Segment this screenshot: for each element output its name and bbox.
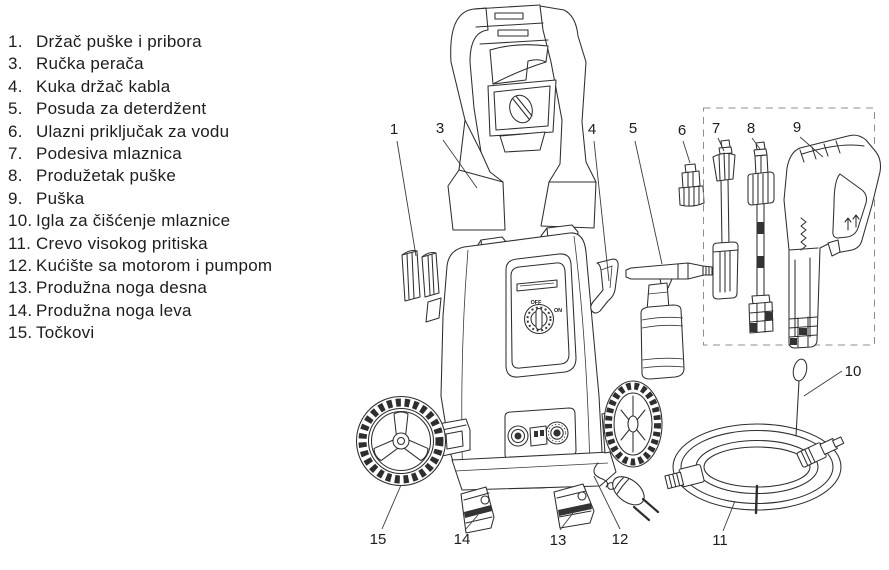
part-label: Podesiva mlaznica xyxy=(36,144,182,164)
part-number: 10. xyxy=(8,211,33,231)
callout-3: 3 xyxy=(436,120,444,137)
parts-list-item: 12.Kućište sa motorom i pumpom xyxy=(8,255,338,277)
part-number: 6. xyxy=(8,121,23,141)
parts-list-item: 8. Produžetak puške xyxy=(8,165,338,187)
parts-list-item: 13.Produžna noga desna xyxy=(8,277,338,299)
callout-11: 11 xyxy=(712,532,728,549)
right-wheel-drawing xyxy=(601,380,663,468)
parts-list-item: 3. Ručka perača xyxy=(8,53,338,75)
part-label: Ručka perača xyxy=(36,54,144,74)
callout-1: 1 xyxy=(390,121,398,138)
parts-list-item: 10.Igla za čišćenje mlaznice xyxy=(8,210,338,232)
detergent-bottle-drawing xyxy=(625,262,713,380)
part-label: Kućište sa motorom i pumpom xyxy=(36,256,273,276)
part-number: 9. xyxy=(8,188,23,208)
parts-list-item: 14.Produžna noga leva xyxy=(8,300,338,322)
leg-left-drawing xyxy=(460,486,495,534)
part-number: 4. xyxy=(8,76,23,96)
cable-hook-drawing xyxy=(590,258,619,314)
part-label: Igla za čišćenje mlaznice xyxy=(36,211,231,231)
part-number: 3. xyxy=(8,54,23,74)
part-label: Crevo visokog pritiska xyxy=(36,233,208,253)
dial-on-label: ON xyxy=(554,308,562,314)
part-number: 8. xyxy=(8,166,23,186)
parts-list-item: 4. Kuka držač kabla xyxy=(8,76,338,98)
accessory-holder-drawing xyxy=(401,249,442,323)
callout-10: 10 xyxy=(845,363,862,380)
callout-7: 7 xyxy=(712,120,720,137)
parts-list-item: 11.Crevo visokog pritiska xyxy=(8,233,338,255)
part-label: Puška xyxy=(36,188,85,208)
callout-13: 13 xyxy=(550,532,567,549)
lance-extension-drawing xyxy=(747,141,775,334)
parts-list-item: 6. Ulazni priključak za vodu xyxy=(8,121,338,143)
adjustable-nozzle-drawing xyxy=(712,139,739,300)
part-label: Produžna noga desna xyxy=(36,278,208,298)
parts-list-item: 9. Puška xyxy=(8,188,338,210)
handle-drawing xyxy=(447,4,597,231)
part-number: 7. xyxy=(8,144,23,164)
water-inlet-adapter-drawing xyxy=(678,163,705,207)
part-label: Ulazni priključak za vodu xyxy=(36,121,230,141)
parts-list: 1. Držač puške i pribora 3. Ručka perača 4… xyxy=(8,31,338,345)
callout-8: 8 xyxy=(747,120,755,137)
leg-right-drawing xyxy=(553,483,595,529)
high-pressure-hose-drawing xyxy=(664,423,845,515)
part-number: 5. xyxy=(8,99,23,119)
callout-5: 5 xyxy=(629,120,637,137)
callout-4: 4 xyxy=(588,121,596,138)
parts-list-item: 5. Posuda za deterdžent xyxy=(8,98,338,120)
part-number: 13. xyxy=(8,278,33,298)
part-number: 11. xyxy=(8,233,32,253)
main-body-drawing: OFF ON xyxy=(440,224,617,491)
callout-15: 15 xyxy=(370,531,387,548)
part-label: Produžetak puške xyxy=(36,166,177,186)
part-label: Kuka držač kabla xyxy=(36,76,171,96)
leader-lines xyxy=(381,136,843,532)
callout-14: 14 xyxy=(454,531,471,548)
part-label: Točkovi xyxy=(36,323,95,343)
left-wheel-drawing xyxy=(355,395,471,487)
part-number: 15. xyxy=(8,323,33,343)
callout-12: 12 xyxy=(612,531,629,548)
part-number: 12. xyxy=(8,256,33,276)
parts-list-item: 15.Točkovi xyxy=(8,322,338,344)
dial-off-label: OFF xyxy=(531,300,542,306)
callout-labels: 1 3 4 5 6 7 8 9 10 11 12 13 14 15 xyxy=(370,119,862,549)
callout-6: 6 xyxy=(678,122,686,139)
gun-drawing xyxy=(783,134,882,349)
power-plug-drawing xyxy=(593,462,660,522)
parts-list-item: 1. Držač puške i pribora xyxy=(8,31,338,53)
part-label: Posuda za deterdžent xyxy=(36,99,207,119)
parts-list-item: 7. Podesiva mlaznica xyxy=(8,143,338,165)
callout-9: 9 xyxy=(793,119,801,136)
part-number: 1. xyxy=(8,32,23,51)
part-label: Produžna noga leva xyxy=(36,300,192,320)
cleaning-needle-drawing xyxy=(792,358,808,437)
part-label: Držač puške i pribora xyxy=(36,32,202,51)
part-number: 14. xyxy=(8,300,33,320)
